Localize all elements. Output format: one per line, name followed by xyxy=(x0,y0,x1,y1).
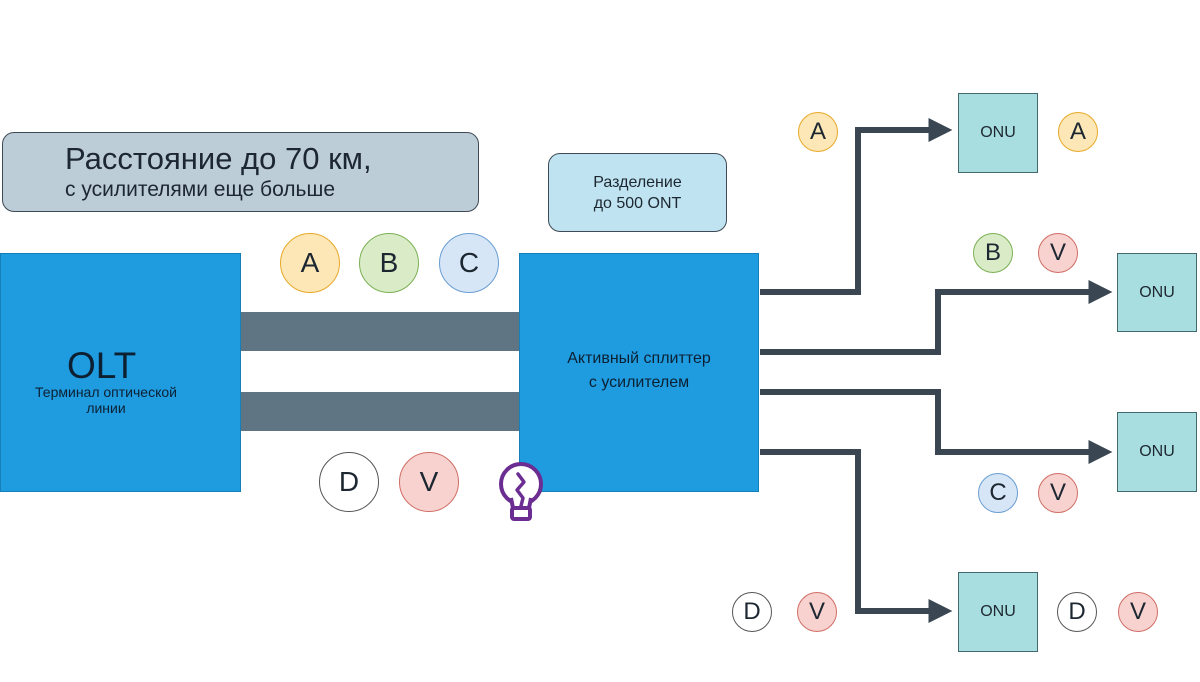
badge-b-branch-2: B xyxy=(973,233,1013,273)
split-ratio-callout: Разделение до 500 ONT xyxy=(548,153,727,232)
olt-description-line1: Терминал оптической xyxy=(35,384,177,400)
distance-callout: Расстояние до 70 км, с усилителями еще б… xyxy=(2,132,479,212)
onu-box-3: ONU xyxy=(1117,412,1197,492)
badge-c-branch-3: C xyxy=(978,473,1018,513)
onu-box-4: ONU xyxy=(958,572,1038,652)
badge-d-onu-4: D xyxy=(1057,592,1097,632)
link-to-onu-3 xyxy=(760,389,1113,464)
olt-name: OLT xyxy=(67,345,137,386)
badge-b-trunk: B xyxy=(359,233,419,293)
split-ratio-line1: Разделение xyxy=(593,173,682,191)
badge-v-branch-4: V xyxy=(797,592,837,632)
badge-v-branch-2: V xyxy=(1038,233,1078,273)
active-splitter-block: Активный сплиттер с усилителем xyxy=(519,253,759,492)
badge-d-trunk: D xyxy=(319,452,379,512)
olt-description-line2: линии xyxy=(86,400,126,416)
badge-v-onu-4: V xyxy=(1118,592,1158,632)
lightbulb-icon xyxy=(499,462,543,521)
trunk-fiber-bottom xyxy=(241,392,520,431)
link-to-onu-1 xyxy=(760,118,953,295)
olt-block: OLT Терминал оптической линии xyxy=(0,253,241,492)
badge-d-branch-4: D xyxy=(732,592,772,632)
badge-a-onu-1: A xyxy=(1058,112,1098,152)
split-ratio-line2: до 500 ONT xyxy=(593,194,682,212)
splitter-label-line2: с усилителем xyxy=(588,374,690,391)
trunk-fiber-top xyxy=(241,312,520,351)
splitter-label: Активный сплиттер с усилителем xyxy=(567,347,711,395)
distance-title: Расстояние до 70 км, xyxy=(65,141,372,176)
olt-description: Терминал оптической линии xyxy=(11,384,201,416)
link-to-onu-2 xyxy=(760,280,1113,355)
distance-subtitle: с усилителями еще больше xyxy=(65,178,336,201)
badge-a-branch-1: A xyxy=(798,112,838,152)
splitter-label-line1: Активный сплиттер xyxy=(567,350,711,367)
badge-a-trunk: A xyxy=(280,233,340,293)
onu-box-1: ONU xyxy=(958,93,1038,173)
badge-v-branch-3: V xyxy=(1038,473,1078,513)
badge-c-trunk: C xyxy=(439,233,499,293)
link-to-onu-4 xyxy=(760,449,953,623)
badge-v-trunk: V xyxy=(399,452,459,512)
onu-box-2: ONU xyxy=(1117,253,1197,332)
